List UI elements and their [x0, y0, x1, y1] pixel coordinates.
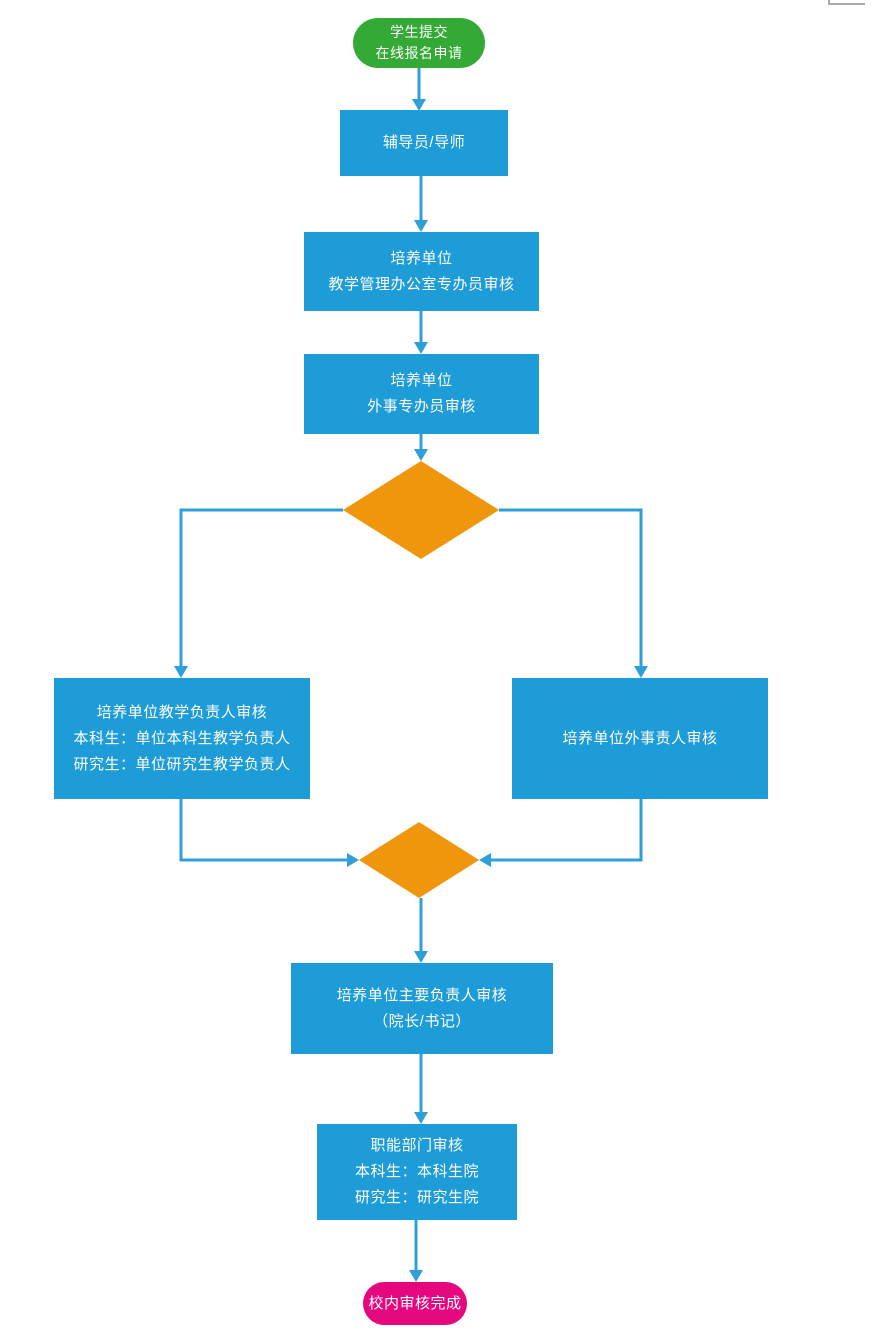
connector-decision-foreign-lead [499, 508, 643, 666]
arrowhead-down-icon [174, 666, 188, 678]
node-foreign-officer-line1: 培养单位 [390, 372, 453, 389]
node-foreign-lead-process: 培养单位外事责人审核 [512, 678, 768, 799]
node-end-terminator: 校内审核完成 [363, 1282, 467, 1325]
node-counselor-process: 辅导员/导师 [340, 110, 508, 176]
cropped-box-corner [828, 0, 865, 5]
connector-foreign-lead-merge [491, 799, 643, 862]
node-functional-dept-line1: 职能部门审核 [370, 1137, 464, 1154]
node-functional-dept-line2: 本科生：本科生院 [354, 1163, 479, 1180]
node-foreign-officer-line2: 外事专办员审核 [367, 398, 476, 415]
node-main-lead-process: 培养单位主要负责人审核 （院长/书记） [291, 963, 553, 1054]
arrowhead-down-icon [414, 342, 428, 354]
arrowhead-down-icon [409, 1270, 423, 1282]
node-counselor-line1: 辅导员/导师 [382, 134, 466, 151]
arrowhead-left-icon [479, 853, 491, 867]
node-teaching-lead-line3: 研究生：单位研究生教学负责人 [73, 755, 291, 773]
node-end-line1: 校内审核完成 [368, 1294, 462, 1312]
node-start-line1: 学生提交 [390, 24, 448, 40]
node-teaching-lead-process: 培养单位教学负责人审核 本科生：单位本科生教学负责人 研究生：单位研究生教学负责… [54, 678, 310, 799]
node-teaching-lead-line1: 培养单位教学负责人审核 [96, 703, 268, 721]
node-functional-dept-process: 职能部门审核 本科生：本科生院 研究生：研究生院 [317, 1124, 517, 1220]
node-teaching-office-process: 培养单位 教学管理办公室专办员审核 [304, 232, 539, 311]
arrowhead-down-icon [414, 449, 428, 461]
arrowhead-down-icon [414, 1112, 428, 1124]
arrowhead-right-icon [347, 853, 359, 867]
node-functional-dept-line3: 研究生：研究生院 [354, 1189, 479, 1206]
arrowhead-down-icon [414, 220, 428, 232]
connector-decision-teaching-lead [179, 508, 343, 666]
node-main-lead-line1: 培养单位主要负责人审核 [336, 986, 508, 1004]
node-main-lead-line2: （院长/书记） [373, 1012, 471, 1030]
node-teaching-lead-line2: 本科生：单位本科生教学负责人 [73, 729, 291, 747]
arrowhead-down-icon [414, 951, 428, 963]
node-foreign-officer-process: 培养单位 外事专办员审核 [304, 354, 539, 434]
connector-teaching-lead-merge [179, 799, 347, 862]
node-foreign-lead-line1: 培养单位外事责人审核 [562, 729, 718, 747]
arrowhead-down-icon [412, 99, 426, 111]
node-start-line2: 在线报名申请 [375, 45, 463, 61]
arrowhead-down-icon [634, 666, 648, 678]
node-teaching-office-line1: 培养单位 [390, 249, 453, 267]
node-start-terminator: 学生提交 在线报名申请 [353, 18, 485, 68]
node-teaching-office-line2: 教学管理办公室专办员审核 [328, 275, 515, 293]
